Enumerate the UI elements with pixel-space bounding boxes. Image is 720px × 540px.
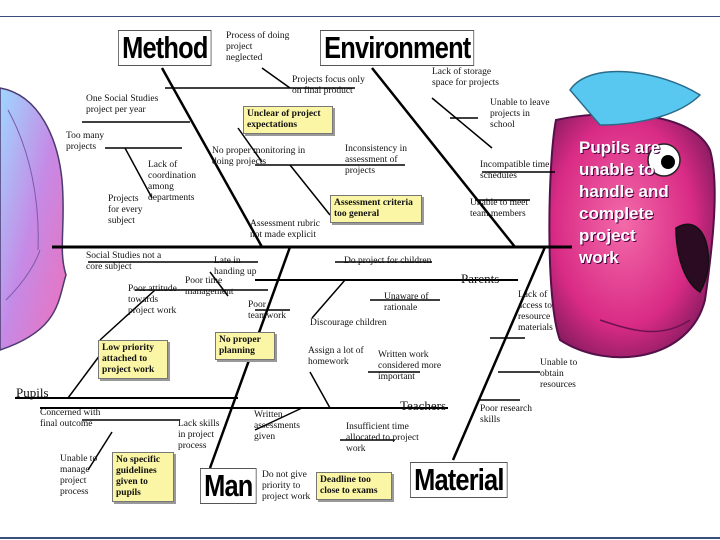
cause-one-social: One Social Studies project per year bbox=[86, 94, 159, 115]
branch-parents: Parents bbox=[461, 271, 500, 286]
cause-projects-every: Projects for every subject bbox=[108, 194, 143, 226]
box-deadline: Deadline too close to exams bbox=[316, 472, 392, 500]
box-low-priority: Low priority attached to project work bbox=[98, 340, 168, 379]
cause-written-work: Written work considered more important bbox=[378, 350, 442, 382]
top-rule bbox=[0, 16, 720, 17]
cause-do-project: Do project for children bbox=[344, 256, 432, 266]
cause-unable-obtain: Unable to obtain resources bbox=[540, 358, 578, 390]
category-man: Man bbox=[200, 468, 257, 504]
cause-written-assess: Written assessments given bbox=[254, 410, 300, 442]
cause-lack-access: Lack of access to resource materials bbox=[518, 290, 553, 333]
problem-statement: Pupils are unable to handle and complete… bbox=[579, 138, 669, 267]
cause-inconsistency: Inconsistency in assessment of projects bbox=[345, 144, 408, 176]
cause-focus-final: Projects focus only on final product bbox=[292, 75, 365, 96]
cause-too-many: Too many projects bbox=[66, 131, 105, 152]
cause-discourage: Discourage children bbox=[310, 318, 387, 328]
box-criteria-general: Assessment criteria too general bbox=[330, 195, 422, 223]
box-no-guidelines: No specific guidelines given to pupils bbox=[112, 452, 174, 502]
cause-rubric: Assessment rubric not made explicit bbox=[250, 219, 320, 240]
cause-late-handing: Late in handing up bbox=[214, 256, 257, 277]
bottom-rule bbox=[0, 537, 720, 539]
cause-assign-homework: Assign a lot of homework bbox=[308, 346, 364, 367]
cause-unaware: Unaware of rationale bbox=[384, 292, 429, 313]
category-environment: Environment bbox=[320, 30, 475, 66]
cause-unable-leave: Unable to leave projects in school bbox=[490, 98, 550, 130]
cause-ss-not-core: Social Studies not a core subject bbox=[86, 251, 162, 272]
cause-storage: Lack of storage space for projects bbox=[432, 67, 499, 88]
branch-teachers: Teachers bbox=[400, 398, 447, 413]
cause-poor-time: Poor time management bbox=[185, 276, 234, 297]
cause-unable-meet: Unable to meet team members bbox=[470, 198, 529, 219]
fish-tail bbox=[0, 87, 67, 351]
box-no-planning: No proper planning bbox=[215, 332, 275, 360]
category-material: Material bbox=[410, 462, 508, 498]
cause-poor-teamwork: Poor teamwork bbox=[248, 300, 286, 321]
cause-process-neglected: Process of doing project neglected bbox=[226, 31, 290, 63]
cause-insufficient-time: Insufficient time allocated to project w… bbox=[346, 422, 419, 454]
box-unclear-expectations: Unclear of project expectations bbox=[243, 106, 333, 134]
cause-no-priority: Do not give priority to project work bbox=[262, 470, 311, 502]
branch-pupils: Pupils bbox=[16, 385, 49, 400]
cause-unable-manage: Unable to manage project process bbox=[60, 454, 98, 497]
cause-poor-attitude: Poor attitude towards project work bbox=[128, 284, 177, 316]
fish-head bbox=[548, 70, 716, 359]
cause-poor-research: Poor research skills bbox=[480, 404, 532, 425]
cause-no-monitoring: No proper monitoring in doing projects bbox=[212, 146, 306, 167]
cause-concerned: Concerned with final outcome bbox=[40, 408, 101, 429]
cause-incompatible: Incompatible time schedules bbox=[480, 160, 550, 181]
cause-lack-coordination: Lack of coordination among departments bbox=[148, 160, 197, 203]
cause-lack-skills: Lack skills in project process bbox=[178, 419, 220, 451]
category-method: Method bbox=[118, 30, 212, 66]
